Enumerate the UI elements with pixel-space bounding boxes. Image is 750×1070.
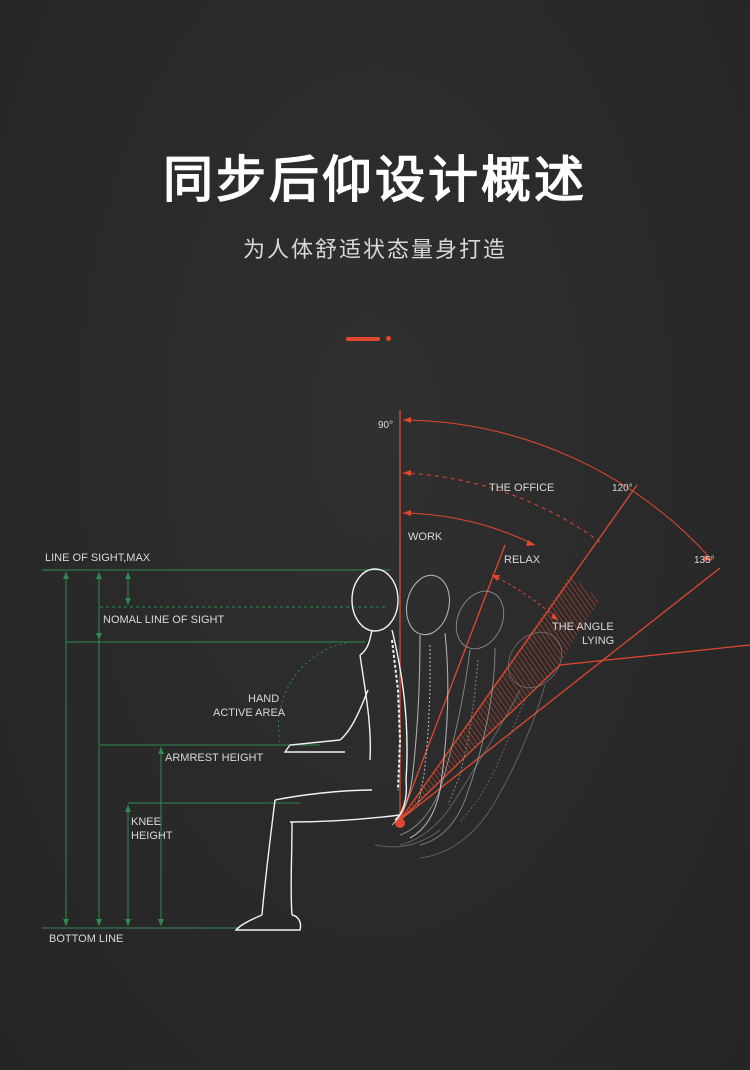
label-sight-normal: NOMAL LINE OF SIGHT	[103, 614, 225, 626]
label-sight-max: LINE OF SIGHT,MAX	[45, 552, 151, 564]
spine	[391, 639, 402, 791]
torso-front	[359, 654, 372, 761]
forearm	[283, 739, 345, 753]
height-guides	[42, 569, 390, 929]
hand-active-arc	[278, 641, 353, 743]
label-armrest: ARMREST HEIGHT	[165, 752, 263, 764]
neck-back	[359, 629, 373, 656]
page-subtitle: 为人体舒适状态量身打造	[242, 238, 507, 263]
label-office: THE OFFICE	[489, 482, 554, 494]
page-title: 同步后仰设计概述	[163, 151, 587, 209]
lying-zone-hatch	[400, 575, 600, 820]
label-knee-2: HEIGHT	[131, 830, 173, 842]
accent-divider-bar	[346, 337, 380, 341]
diagram-labels: 90° 120° 135° THE OFFICE WORK RELAX THE …	[45, 420, 715, 945]
hip	[394, 779, 408, 821]
guide-arrowheads	[63, 572, 164, 926]
line-135	[399, 567, 721, 821]
label-work: WORK	[408, 531, 443, 543]
label-bottom: BOTTOM LINE	[49, 933, 123, 945]
pivot-point	[395, 818, 405, 828]
label-90: 90°	[378, 420, 393, 431]
seated-figure-90	[234, 568, 408, 931]
label-lying-1: THE ANGLE	[552, 621, 614, 633]
label-hand-2: ACTIVE AREA	[213, 707, 286, 719]
line-to-edge	[559, 644, 750, 666]
accent-divider-dot	[386, 336, 391, 341]
label-135: 135°	[694, 555, 715, 566]
line-lying-low	[399, 664, 561, 821]
label-hand-1: HAND	[248, 693, 279, 705]
foot	[234, 914, 302, 931]
reclined-figure-135	[374, 631, 563, 859]
label-120: 120°	[612, 483, 633, 494]
arc-work	[402, 512, 536, 546]
reclined-figure-120	[399, 590, 505, 846]
shin-back	[290, 821, 293, 916]
angle-fan	[395, 410, 750, 828]
line-120	[399, 484, 638, 821]
label-knee-1: KNEE	[131, 816, 161, 828]
arc-office	[402, 472, 601, 543]
torso-back	[391, 629, 408, 781]
upper-arm	[339, 689, 369, 741]
arc-90-135	[402, 419, 713, 561]
thigh-bottom	[289, 814, 401, 823]
arc-arrowheads	[403, 417, 712, 620]
head	[351, 568, 399, 632]
shin-front	[261, 799, 276, 916]
label-lying-2: LYING	[582, 635, 614, 647]
thigh-top	[274, 789, 373, 801]
label-relax: RELAX	[504, 554, 541, 566]
